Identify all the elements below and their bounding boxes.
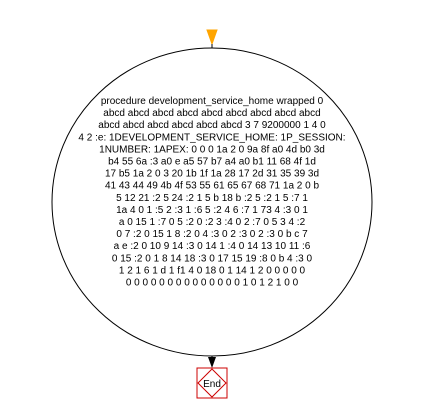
procedure-text-line: abcd abcd abcd abcd abcd abcd 3 7 920000…	[98, 120, 326, 131]
procedure-text-line: 1NUMBER: 1APEX: 0 0 0 1a 2 0 9a 8f a0 4d…	[99, 144, 325, 155]
procedure-node-text: procedure development_service_home wrapp…	[78, 96, 345, 289]
procedure-text-line: b4 55 6a :3 a0 e a5 57 b7 a4 a0 b1 11 68…	[108, 157, 316, 168]
procedure-text-line: 0 7 :2 0 15 1 8 :2 0 4 :3 0 2 :3 0 2 :3 …	[116, 229, 308, 240]
procedure-text-line: a e :2 0 10 9 14 :3 0 14 1 :4 0 14 13 10…	[114, 241, 311, 252]
procedure-text-line: 5 12 21 :2 5 24 :2 1 5 b 18 b :2 5 :2 1 …	[116, 193, 308, 204]
procedure-text-line: 41 43 44 49 4b 4f 53 55 61 65 67 68 71 1…	[105, 181, 320, 192]
procedure-text-line: 0 15 :2 0 1 8 14 18 :3 0 17 15 19 :8 0 b…	[112, 253, 313, 264]
procedure-text-line: abcd abcd abcd abcd abcd abcd abcd abcd …	[103, 108, 320, 119]
procedure-text-line: 4 2 :e: 1DEVELOPMENT_SERVICE_HOME: 1P_SE…	[78, 132, 345, 143]
procedure-text-line: 17 b5 1a 2 0 3 20 1b 1f 1a 28 17 2d 31 3…	[105, 169, 319, 180]
procedure-text-line: procedure development_service_home wrapp…	[101, 96, 324, 107]
end-diamond-icon	[197, 368, 227, 398]
exit-arrow	[208, 356, 216, 368]
end-node[interactable]: End	[196, 367, 228, 399]
procedure-text-line: 1a 4 0 1 :5 2 :3 1 :6 5 :2 4 6 :7 1 73 4…	[116, 205, 308, 216]
procedure-text-line: 1 2 1 6 1 d 1 f1 4 0 18 0 1 14 1 2 0 0 0…	[119, 265, 306, 276]
procedure-text-line: a 0 15 1 :7 0 5 :2 0 :2 3 :4 0 2 :7 0 5 …	[119, 217, 306, 228]
procedure-text-line: 0 0 0 0 0 0 0 0 0 0 0 0 0 0 1 0 1 2 1 0 …	[126, 278, 299, 289]
start-arrow	[206, 29, 218, 46]
end-label: End	[203, 379, 221, 390]
